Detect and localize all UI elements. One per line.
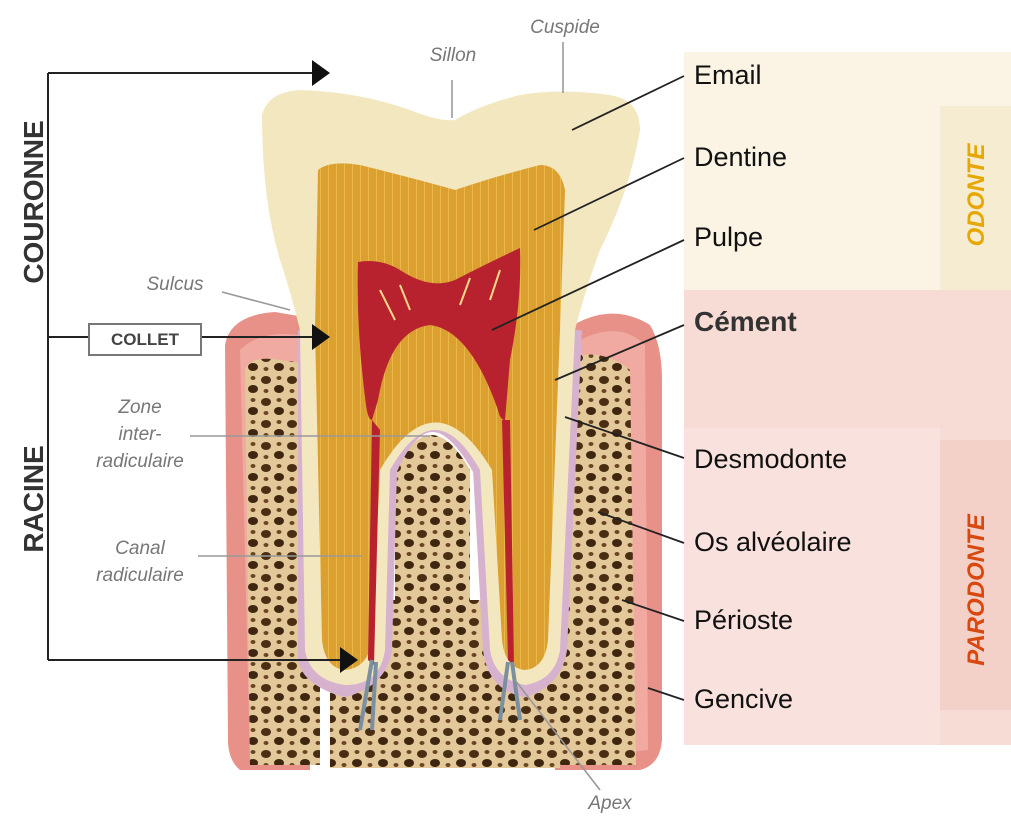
- cuspide-label: Cuspide: [523, 16, 607, 39]
- desmodonte-label: Desmodonte: [694, 444, 847, 475]
- cement-label: Cément: [694, 306, 797, 338]
- gencive-label: Gencive: [694, 684, 793, 715]
- arrow-couronne: [312, 60, 330, 86]
- pulpe-label: Pulpe: [694, 222, 763, 253]
- apex-label: Apex: [575, 792, 645, 815]
- zone-label-line2: inter-: [95, 423, 185, 446]
- odonte-label: ODONTE: [963, 125, 993, 265]
- canal-label-line1: Canal: [95, 537, 185, 560]
- sulcus-label: Sulcus: [130, 273, 220, 296]
- parodonte-label: PARODONTE: [963, 490, 993, 690]
- couronne-label: COURONNE: [18, 92, 52, 312]
- sillon-label: Sillon: [418, 44, 488, 67]
- perioste-label: Périoste: [694, 605, 793, 636]
- dentine-label: Dentine: [694, 142, 787, 173]
- racine-label: RACINE: [18, 429, 52, 569]
- zone-label-line1: Zone: [95, 396, 185, 419]
- collet-label: COLLET: [88, 323, 202, 356]
- canal-label-line2: radiculaire: [80, 564, 200, 587]
- os-alveolaire-label: Os alvéolaire: [694, 527, 852, 558]
- zone-label-line3: radiculaire: [80, 450, 200, 473]
- email-label: Email: [694, 60, 762, 91]
